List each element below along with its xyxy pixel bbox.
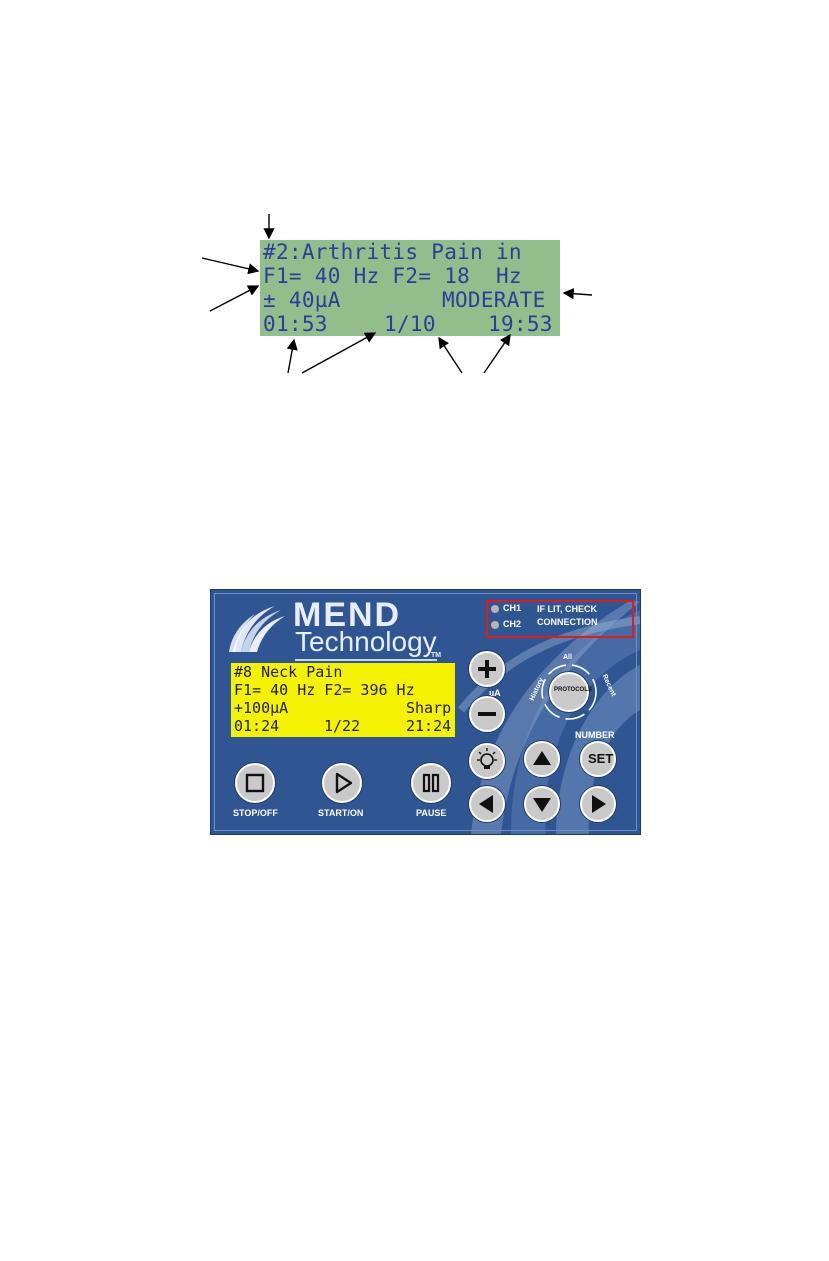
arrow-level [562, 288, 593, 300]
arrow-remaining [483, 333, 511, 374]
diagram-line-4: 01:53 1/10 19:53 [260, 312, 560, 336]
decrease-current-button[interactable] [469, 696, 505, 732]
diagram-protocol-name: #2:Arthritis Pain in [263, 240, 522, 264]
mend-logo-icon [229, 606, 285, 652]
lcd-frequencies: F1= 40 Hz F2= 396 Hz [234, 681, 415, 699]
pause-button[interactable] [411, 763, 451, 803]
arrow-step-total [438, 336, 463, 374]
lcd-elapsed-time: 01:24 [234, 717, 280, 735]
ch1-indicator-light [491, 605, 499, 613]
arrow-elapsed [286, 338, 298, 374]
protocols-label: PROTOCOLS [554, 687, 592, 693]
set-button[interactable]: SET [580, 741, 616, 777]
trademark-symbol: TM [431, 652, 442, 659]
device-control-panel: MEND Technology TM #8 Neck Pain F1= 40 H… [210, 589, 641, 835]
diagram-level: MODERATE [442, 288, 546, 312]
pause-label: PAUSE [416, 808, 447, 818]
stop-square-icon [245, 773, 265, 793]
connection-warning-highlight-box [486, 600, 634, 638]
protocols-ring-arrows-icon [541, 664, 597, 720]
ch2-label: CH2 [503, 619, 522, 629]
warning-text-line-2: CONNECTION [537, 617, 598, 627]
diagram-callout-arrows [201, 214, 593, 374]
left-arrow-button[interactable] [469, 786, 505, 822]
backlight-button[interactable] [469, 743, 505, 779]
diagram-step: 1/10 [384, 312, 436, 336]
lcd-remaining-time: 21:24 [406, 717, 452, 735]
arrow-step [301, 332, 377, 374]
ch2-indicator-light [491, 621, 499, 629]
protocols-all-label: All [563, 654, 572, 661]
play-triangle-icon [335, 772, 353, 794]
diagram-remaining-time: 19:53 [488, 312, 553, 336]
right-arrow-icon [592, 795, 606, 813]
up-arrow-icon [533, 751, 551, 765]
right-arrow-button[interactable] [580, 786, 616, 822]
warning-text-line-1: IF LIT, CHECK [537, 604, 597, 614]
arrow-frequency [201, 257, 260, 275]
pause-icon [422, 773, 440, 793]
start-on-button[interactable] [322, 763, 362, 803]
stop-off-button[interactable] [235, 763, 275, 803]
increase-current-button[interactable] [469, 651, 505, 687]
diagram-lcd-display: #2:Arthritis Pain in F1= 40 Hz F2= 18 Hz… [260, 240, 560, 336]
number-label: NUMBER [575, 730, 615, 740]
ch1-label: CH1 [503, 603, 522, 613]
protocols-button[interactable]: PROTOCOLS [549, 672, 592, 712]
lcd-step: 1/22 [324, 717, 361, 735]
set-label: SET [588, 751, 614, 766]
down-arrow-button[interactable] [524, 786, 560, 822]
lightbulb-icon [477, 748, 497, 769]
down-arrow-icon [533, 798, 551, 812]
stop-off-label: STOP/OFF [233, 808, 278, 818]
diagram-line-2: F1= 40 Hz F2= 18 Hz [260, 264, 560, 288]
plus-icon [478, 660, 496, 678]
start-on-label: START/ON [318, 808, 364, 818]
minus-icon [478, 712, 496, 716]
microamp-label: µA [489, 688, 501, 698]
brand-name-mend: MEND [293, 596, 402, 634]
diagram-current: ± 40µA [263, 288, 341, 312]
diagram-frequencies: F1= 40 Hz F2= 18 Hz [263, 264, 522, 288]
device-lcd-screen: #8 Neck Pain F1= 40 Hz F2= 396 Hz +100µA… [231, 663, 455, 737]
lcd-sensation: Sharp [406, 699, 452, 717]
arrow-current [209, 285, 260, 312]
diagram-line-3: ± 40µA MODERATE [260, 288, 560, 312]
up-arrow-button[interactable] [524, 741, 560, 777]
lcd-protocol-name: #8 Neck Pain [234, 663, 343, 681]
diagram-elapsed-time: 01:53 [263, 312, 328, 336]
lcd-current: +100µA [234, 699, 289, 717]
diagram-line-1: #2:Arthritis Pain in [260, 240, 560, 264]
left-arrow-icon [479, 795, 493, 813]
brand-name-technology: Technology [295, 626, 437, 661]
